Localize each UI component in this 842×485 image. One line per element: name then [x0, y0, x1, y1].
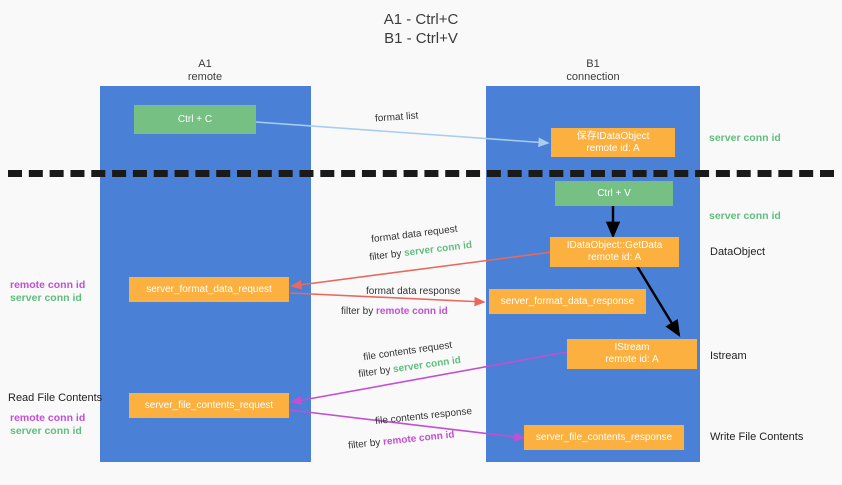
- node-server-file-contents-request-label: server_file_contents_request: [144, 399, 274, 411]
- node-getdata-line2: remote id: A: [587, 252, 642, 263]
- node-save-idataobject[interactable]: 保存IDataObject remote id: A: [551, 128, 675, 157]
- node-save-idataobject-line2: remote id: A: [586, 142, 640, 154]
- dashed-divider: [8, 170, 834, 177]
- column-header-b1: B1 connection: [528, 58, 658, 84]
- annotation-server-conn-id-mid: server conn id: [709, 210, 781, 222]
- node-server-format-data-response-label: server_format_data_response: [500, 295, 635, 307]
- annotation-read-file-contents: Read File Contents: [8, 392, 103, 404]
- node-server-file-contents-request[interactable]: server_file_contents_request: [129, 393, 289, 418]
- node-save-idataobject-line1: 保存IDataObject: [576, 130, 650, 142]
- annotation-server-conn-id-2: server conn id: [10, 425, 82, 437]
- node-ctrl-v[interactable]: Ctrl + V: [555, 181, 673, 206]
- annotation-server-conn-id-top: server conn id: [709, 132, 781, 144]
- filter-value-remote-conn-id: remote conn id: [376, 306, 448, 317]
- node-istream-line1: IStream: [614, 342, 650, 353]
- edge-label-format-list: format list: [374, 110, 419, 125]
- column-a1-sub: remote: [187, 71, 223, 83]
- annotation-server-conn-id-1: server conn id: [10, 292, 82, 304]
- annotation-remote-conn-id-1: remote conn id: [10, 279, 86, 291]
- filter-prefix: filter by: [341, 306, 377, 317]
- column-a1-name: A1: [198, 58, 212, 70]
- column-b1-sub: connection: [566, 71, 620, 83]
- column-header-a1: A1 remote: [140, 58, 270, 84]
- node-ctrl-c-label: Ctrl + C: [177, 113, 213, 125]
- filter-value-server-conn-id: server conn id: [403, 239, 473, 259]
- column-b1-name: B1: [586, 58, 600, 70]
- annotation-remote-conn-id-2: remote conn id: [10, 412, 86, 424]
- title-line-1: A1 - Ctrl+C: [383, 11, 459, 28]
- node-server-format-data-request[interactable]: server_format_data_request: [129, 277, 289, 302]
- title-line-2: B1 - Ctrl+V: [384, 30, 458, 47]
- node-ctrl-v-label: Ctrl + V: [597, 187, 631, 199]
- annotation-dataobject: DataObject: [710, 246, 766, 258]
- node-server-file-contents-response-label: server_file_contents_response: [535, 431, 673, 443]
- filter-prefix: filter by: [357, 364, 394, 381]
- filter-prefix: filter by: [347, 436, 384, 452]
- edge-label-file-contents-response-line1: file contents response: [374, 405, 473, 428]
- edge-label-format-data-response-line1: format data response: [366, 286, 461, 297]
- node-idataobject-getdata[interactable]: IDataObject::GetData remote id: A: [550, 237, 679, 267]
- node-istream[interactable]: IStream remote id: A: [567, 339, 697, 369]
- filter-value-remote-conn-id: remote conn id: [382, 429, 455, 448]
- annotation-istream: Istream: [710, 350, 747, 362]
- filter-prefix: filter by: [368, 248, 405, 264]
- edge-label-format-data-response-filter: filter by remote conn id: [341, 305, 448, 318]
- edge-label-file-contents-response-filter: filter by remote conn id: [348, 428, 455, 452]
- annotation-write-file-contents: Write File Contents: [710, 431, 804, 443]
- node-server-file-contents-response[interactable]: server_file_contents_response: [524, 425, 684, 450]
- node-ctrl-c[interactable]: Ctrl + C: [134, 105, 256, 134]
- node-server-format-data-response[interactable]: server_format_data_response: [489, 289, 646, 314]
- node-istream-line2: remote id: A: [605, 354, 659, 365]
- node-server-format-data-request-label: server_format_data_request: [146, 283, 272, 295]
- node-getdata-line1: IDataObject::GetData: [566, 240, 663, 251]
- page-title: A1 - Ctrl+C B1 - Ctrl+V: [0, 10, 842, 48]
